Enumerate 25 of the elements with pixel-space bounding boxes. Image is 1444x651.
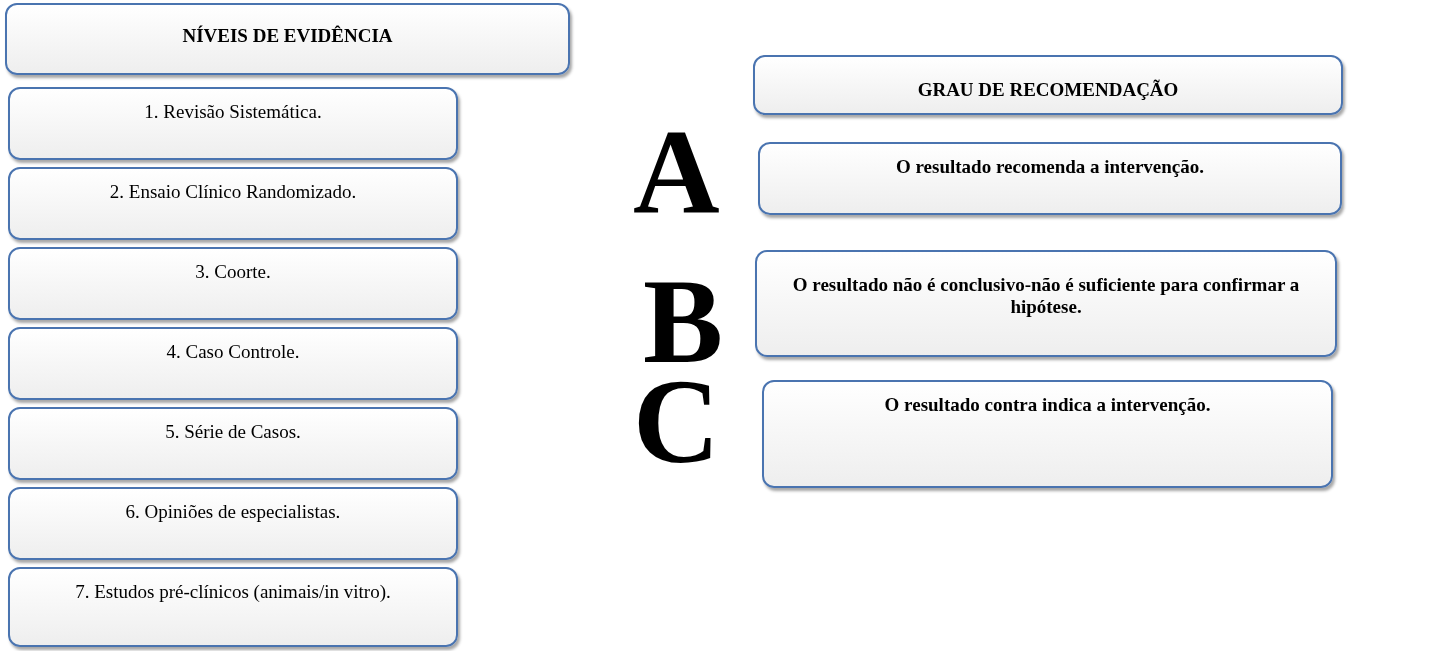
text-box [758, 142, 1342, 215]
box-text: 1. Revisão Sistemática. [143, 101, 323, 123]
box-text: 4. Caso Controle. [165, 341, 301, 363]
box-heading: O resultado não é conclusivo-não é suficiente para confirmar a hipótese. [791, 274, 1301, 318]
header-box [753, 55, 1343, 115]
box-text: 3. Coorte. [194, 261, 272, 283]
text-box [8, 167, 458, 240]
text-box [8, 407, 458, 480]
box-heading: NÍVEIS DE EVIDÊNCIA [181, 25, 394, 47]
box-heading: O resultado contra indica a intervenção. [883, 394, 1212, 416]
box-text: 6. Opiniões de especialistas. [124, 501, 342, 523]
text-box [8, 327, 458, 400]
text-box [762, 380, 1333, 488]
box-heading: O resultado recomenda a intervenção. [895, 156, 1205, 178]
text-box [8, 247, 458, 320]
text-box [8, 87, 458, 160]
text-box [8, 567, 458, 647]
text-box [755, 250, 1337, 357]
grade-letter: A [633, 112, 720, 232]
header-box [5, 3, 570, 75]
box-heading: GRAU DE RECOMENDAÇÃO [916, 79, 1180, 101]
text-box [8, 487, 458, 560]
box-text: 2. Ensaio Clínico Randomizado. [108, 181, 358, 203]
box-text: 5. Série de Casos. [164, 421, 302, 443]
box-text: 7. Estudos pré-clínicos (animais/in vitro). [74, 581, 392, 603]
